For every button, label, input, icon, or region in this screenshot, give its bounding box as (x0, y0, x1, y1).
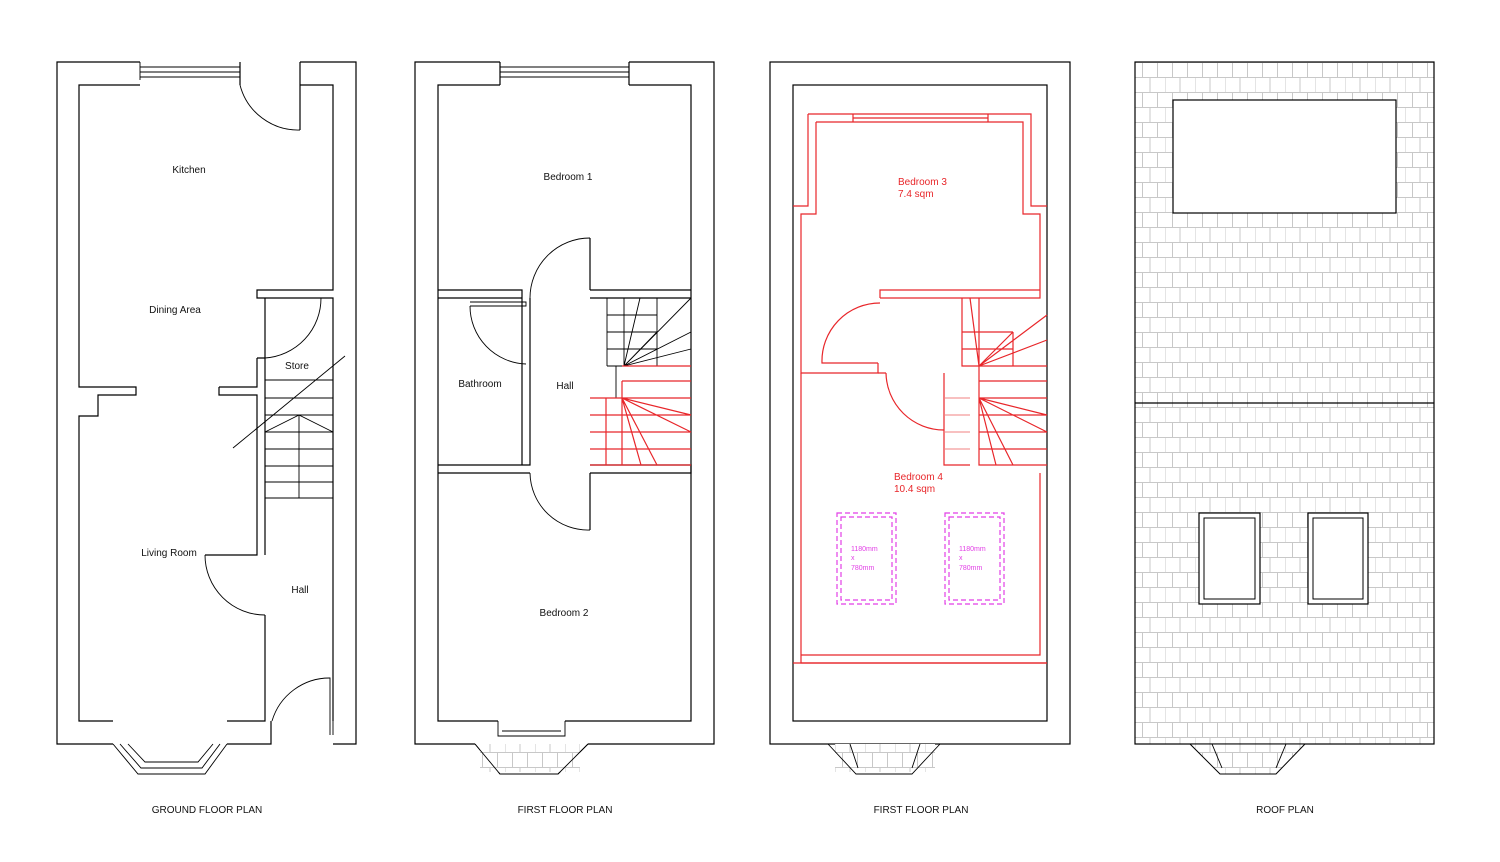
plan-title-first-floor: FIRST FLOOR PLAN (518, 805, 613, 816)
dormer-outline (1172, 99, 1397, 214)
room-label-bathroom: Bathroom (458, 379, 501, 390)
rooflight-2 (1307, 512, 1369, 605)
rooflight-2-width: 1180mm (959, 546, 986, 553)
room-area-bedroom-3: 7.4 sqm (898, 189, 934, 200)
rooflight-2-x: x (959, 555, 963, 562)
plan-title-proposed-floor: FIRST FLOOR PLAN (874, 805, 969, 816)
room-label-dining-area: Dining Area (149, 305, 201, 316)
room-label-bedroom-3: Bedroom 3 (898, 177, 947, 188)
plan-title-ground-floor: GROUND FLOOR PLAN (152, 805, 263, 816)
room-label-kitchen: Kitchen (172, 165, 205, 176)
ground-floor-plan: Kitchen Dining Area Store Living Room Ha… (56, 61, 357, 816)
proposed-floor-plan: Bedroom 3 7.4 sqm Bedroom 4 10.4 sqm 118… (769, 61, 1071, 816)
room-label-store: Store (285, 361, 309, 372)
room-label-living-room: Living Room (141, 548, 197, 559)
room-label-bedroom-1: Bedroom 1 (544, 172, 593, 183)
rooflight-1-width: 1180mm (851, 546, 878, 553)
rooflight-1-x: x (851, 555, 855, 562)
first-floor-plan: Bedroom 1 Bathroom Hall Bedroom 2 FIRST … (414, 61, 715, 816)
rooflight-2-height: 780mm (959, 565, 983, 572)
room-label-bedroom-2: Bedroom 2 (540, 608, 589, 619)
plan-title-roof: ROOF PLAN (1256, 805, 1314, 816)
rooflight-1-height: 780mm (851, 565, 875, 572)
room-label-hall: Hall (556, 381, 573, 392)
room-label-bedroom-4: Bedroom 4 (894, 472, 943, 483)
rooflight-1 (1198, 512, 1261, 605)
room-area-bedroom-4: 10.4 sqm (894, 484, 935, 495)
roof-plan: ROOF PLAN (1134, 61, 1435, 816)
room-label-hall: Hall (291, 585, 308, 596)
